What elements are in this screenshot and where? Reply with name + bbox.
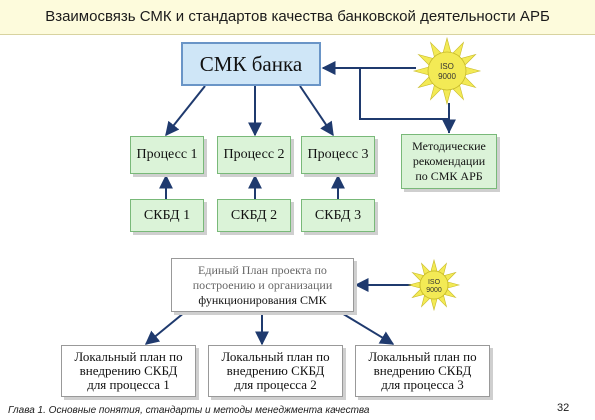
local-plan-box-3: Локальный план по внедрению СКБД для про… [355, 345, 490, 397]
skbd-label: СКБД 1 [143, 207, 191, 223]
plan-line: Единый План проекта по [198, 262, 327, 277]
iso-sun-icon-bottom: ISO 9000 [407, 258, 461, 312]
smk-box-label: СМК банка [199, 51, 303, 76]
local-plan-line: внедрению СКБД [226, 363, 325, 378]
chapter-footer: Глава 1. Основные понятия, стандарты и м… [8, 405, 370, 416]
process-box-3: Процесс 3 [301, 136, 375, 174]
process-label: Процесс 3 [307, 147, 369, 162]
skbd-box-2: СКБД 2 [217, 199, 291, 232]
method-line: Методические [412, 139, 486, 153]
method-line: по СМК АРБ [415, 169, 483, 183]
skbd-label: СКБД 3 [314, 207, 362, 223]
local-plan-line: для процесса 2 [234, 377, 317, 392]
process-box-2: Процесс 2 [217, 136, 291, 174]
skbd-box-3: СКБД 3 [301, 199, 375, 232]
local-plan-box-1: Локальный план по внедрению СКБД для про… [61, 345, 196, 397]
unified-plan-box: Единый План проекта по построению и орга… [171, 258, 354, 312]
iso-label-top: ISO [440, 62, 454, 71]
plan-line: функционирования СМК [198, 292, 327, 307]
page-title: Взаимосвязь СМК и стандартов качества ба… [45, 8, 550, 25]
arrow-plan-local-1 [144, 311, 186, 345]
skbd-label: СКБД 2 [230, 207, 278, 223]
process-label: Процесс 1 [136, 147, 198, 162]
plan-line: построению и организации [192, 277, 333, 292]
local-plan-box-2: Локальный план по внедрению СКБД для про… [208, 345, 343, 397]
local-plan-line: Локальный план по [221, 349, 330, 364]
method-line: рекомендации [412, 154, 486, 168]
local-plan-line: для процесса 3 [381, 377, 464, 392]
local-plan-line: внедрению СКБД [79, 363, 178, 378]
arrow-smk-process-1 [165, 85, 206, 137]
local-plan-line: Локальный план по [368, 349, 477, 364]
local-plan-line: для процесса 1 [87, 377, 170, 392]
local-plan-line: Локальный план по [74, 349, 183, 364]
title-bar: Взаимосвязь СМК и стандартов качества ба… [0, 0, 595, 35]
skbd-box-1: СКБД 1 [130, 199, 204, 232]
process-box-1: Процесс 1 [130, 136, 204, 174]
iso-number-top: 9000 [438, 72, 456, 81]
iso-number-bottom: 9000 [426, 287, 442, 294]
page-number: 32 [557, 402, 570, 414]
method-recommendations-box: Методические рекомендации по СМК АРБ [401, 134, 497, 189]
smk-box: СМК банка [181, 42, 321, 86]
local-plan-line: внедрению СКБД [373, 363, 472, 378]
iso-sun-icon-top: ISO 9000 [412, 36, 482, 106]
iso-label-bottom: ISO [428, 279, 441, 286]
arrow-plan-local-3 [339, 311, 395, 345]
process-label: Процесс 2 [223, 147, 285, 162]
arrow-smk-process-3 [299, 85, 334, 137]
